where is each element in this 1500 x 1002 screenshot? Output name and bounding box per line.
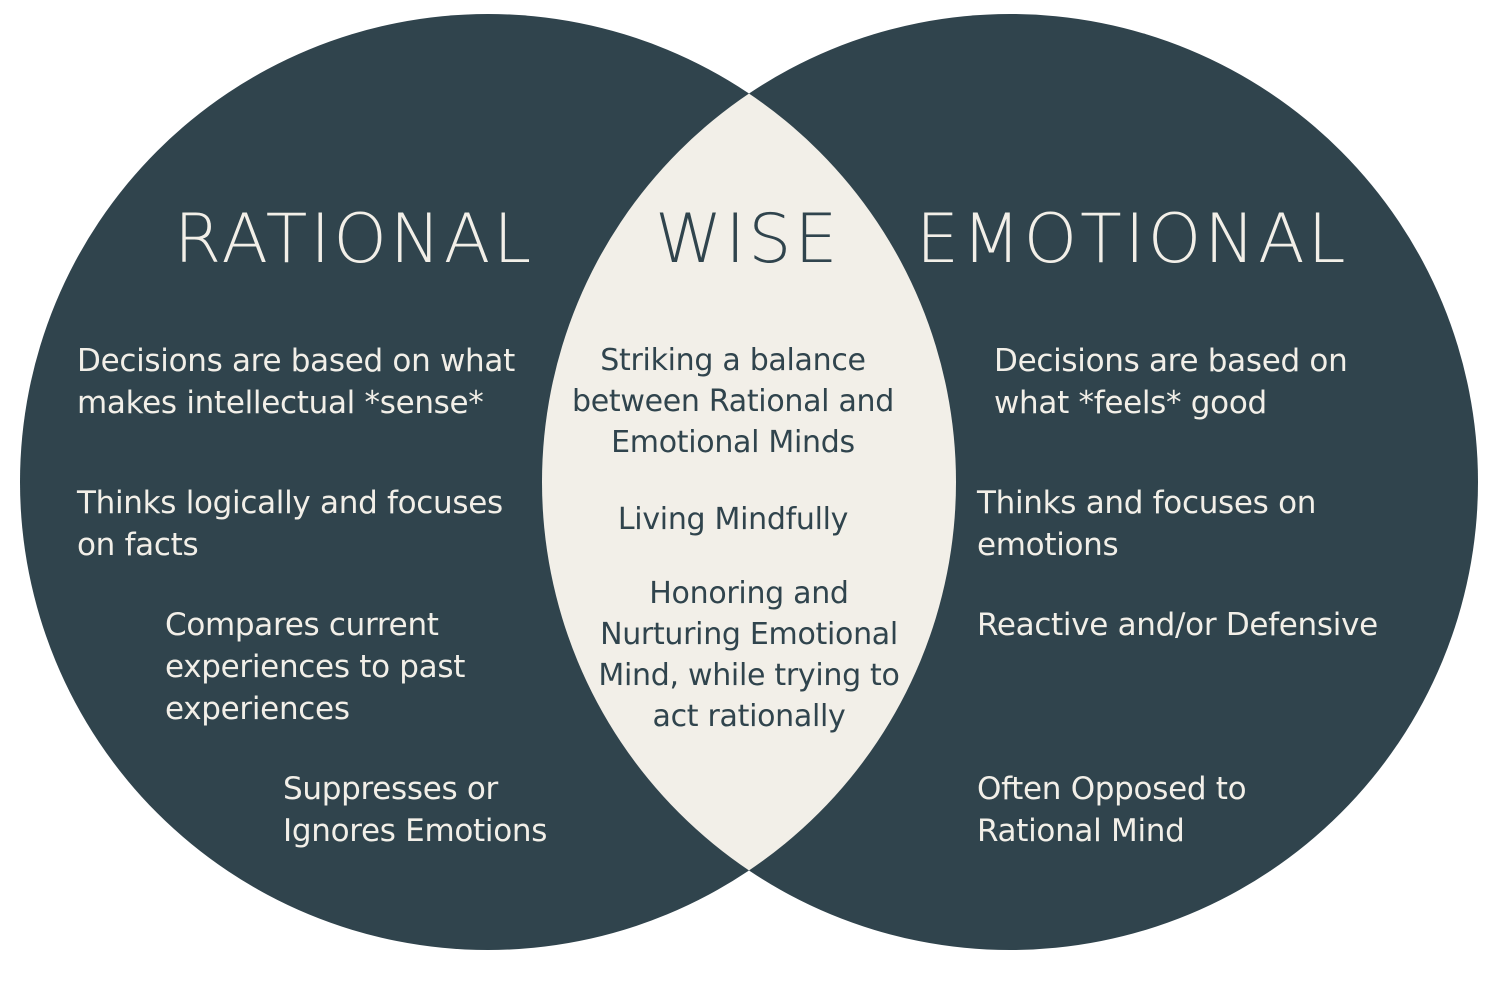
rational-item-suppresses: Suppresses or Ignores Emotions (283, 771, 548, 849)
rational-item-logic: Thinks logically and focuses on facts (77, 485, 503, 563)
rational-title: RATIONAL (174, 200, 535, 279)
wise-item-balance: Striking a balance between Rational and … (572, 343, 894, 460)
rational-item-compares: Compares current experiences to past exp… (165, 607, 466, 727)
wise-item-mindful: Living Mindfully (617, 502, 849, 537)
wise-title: WISE (655, 200, 841, 279)
wise-overlap (542, 14, 956, 950)
rational-item-decisions: Decisions are based on what makes intell… (77, 343, 515, 421)
emotional-item-opposed: Often Opposed to Rational Mind (977, 771, 1247, 849)
emotional-item-decisions: Decisions are based on what *feels* good (994, 343, 1348, 421)
emotional-item-focus: Thinks and focuses on emotions (977, 485, 1317, 563)
emotional-item-reactive: Reactive and/or Defensive (977, 607, 1378, 643)
emotional-title: EMOTIONAL (916, 200, 1349, 279)
wise-item-honoring: Honoring and Nurturing Emotional Mind, w… (598, 576, 900, 734)
